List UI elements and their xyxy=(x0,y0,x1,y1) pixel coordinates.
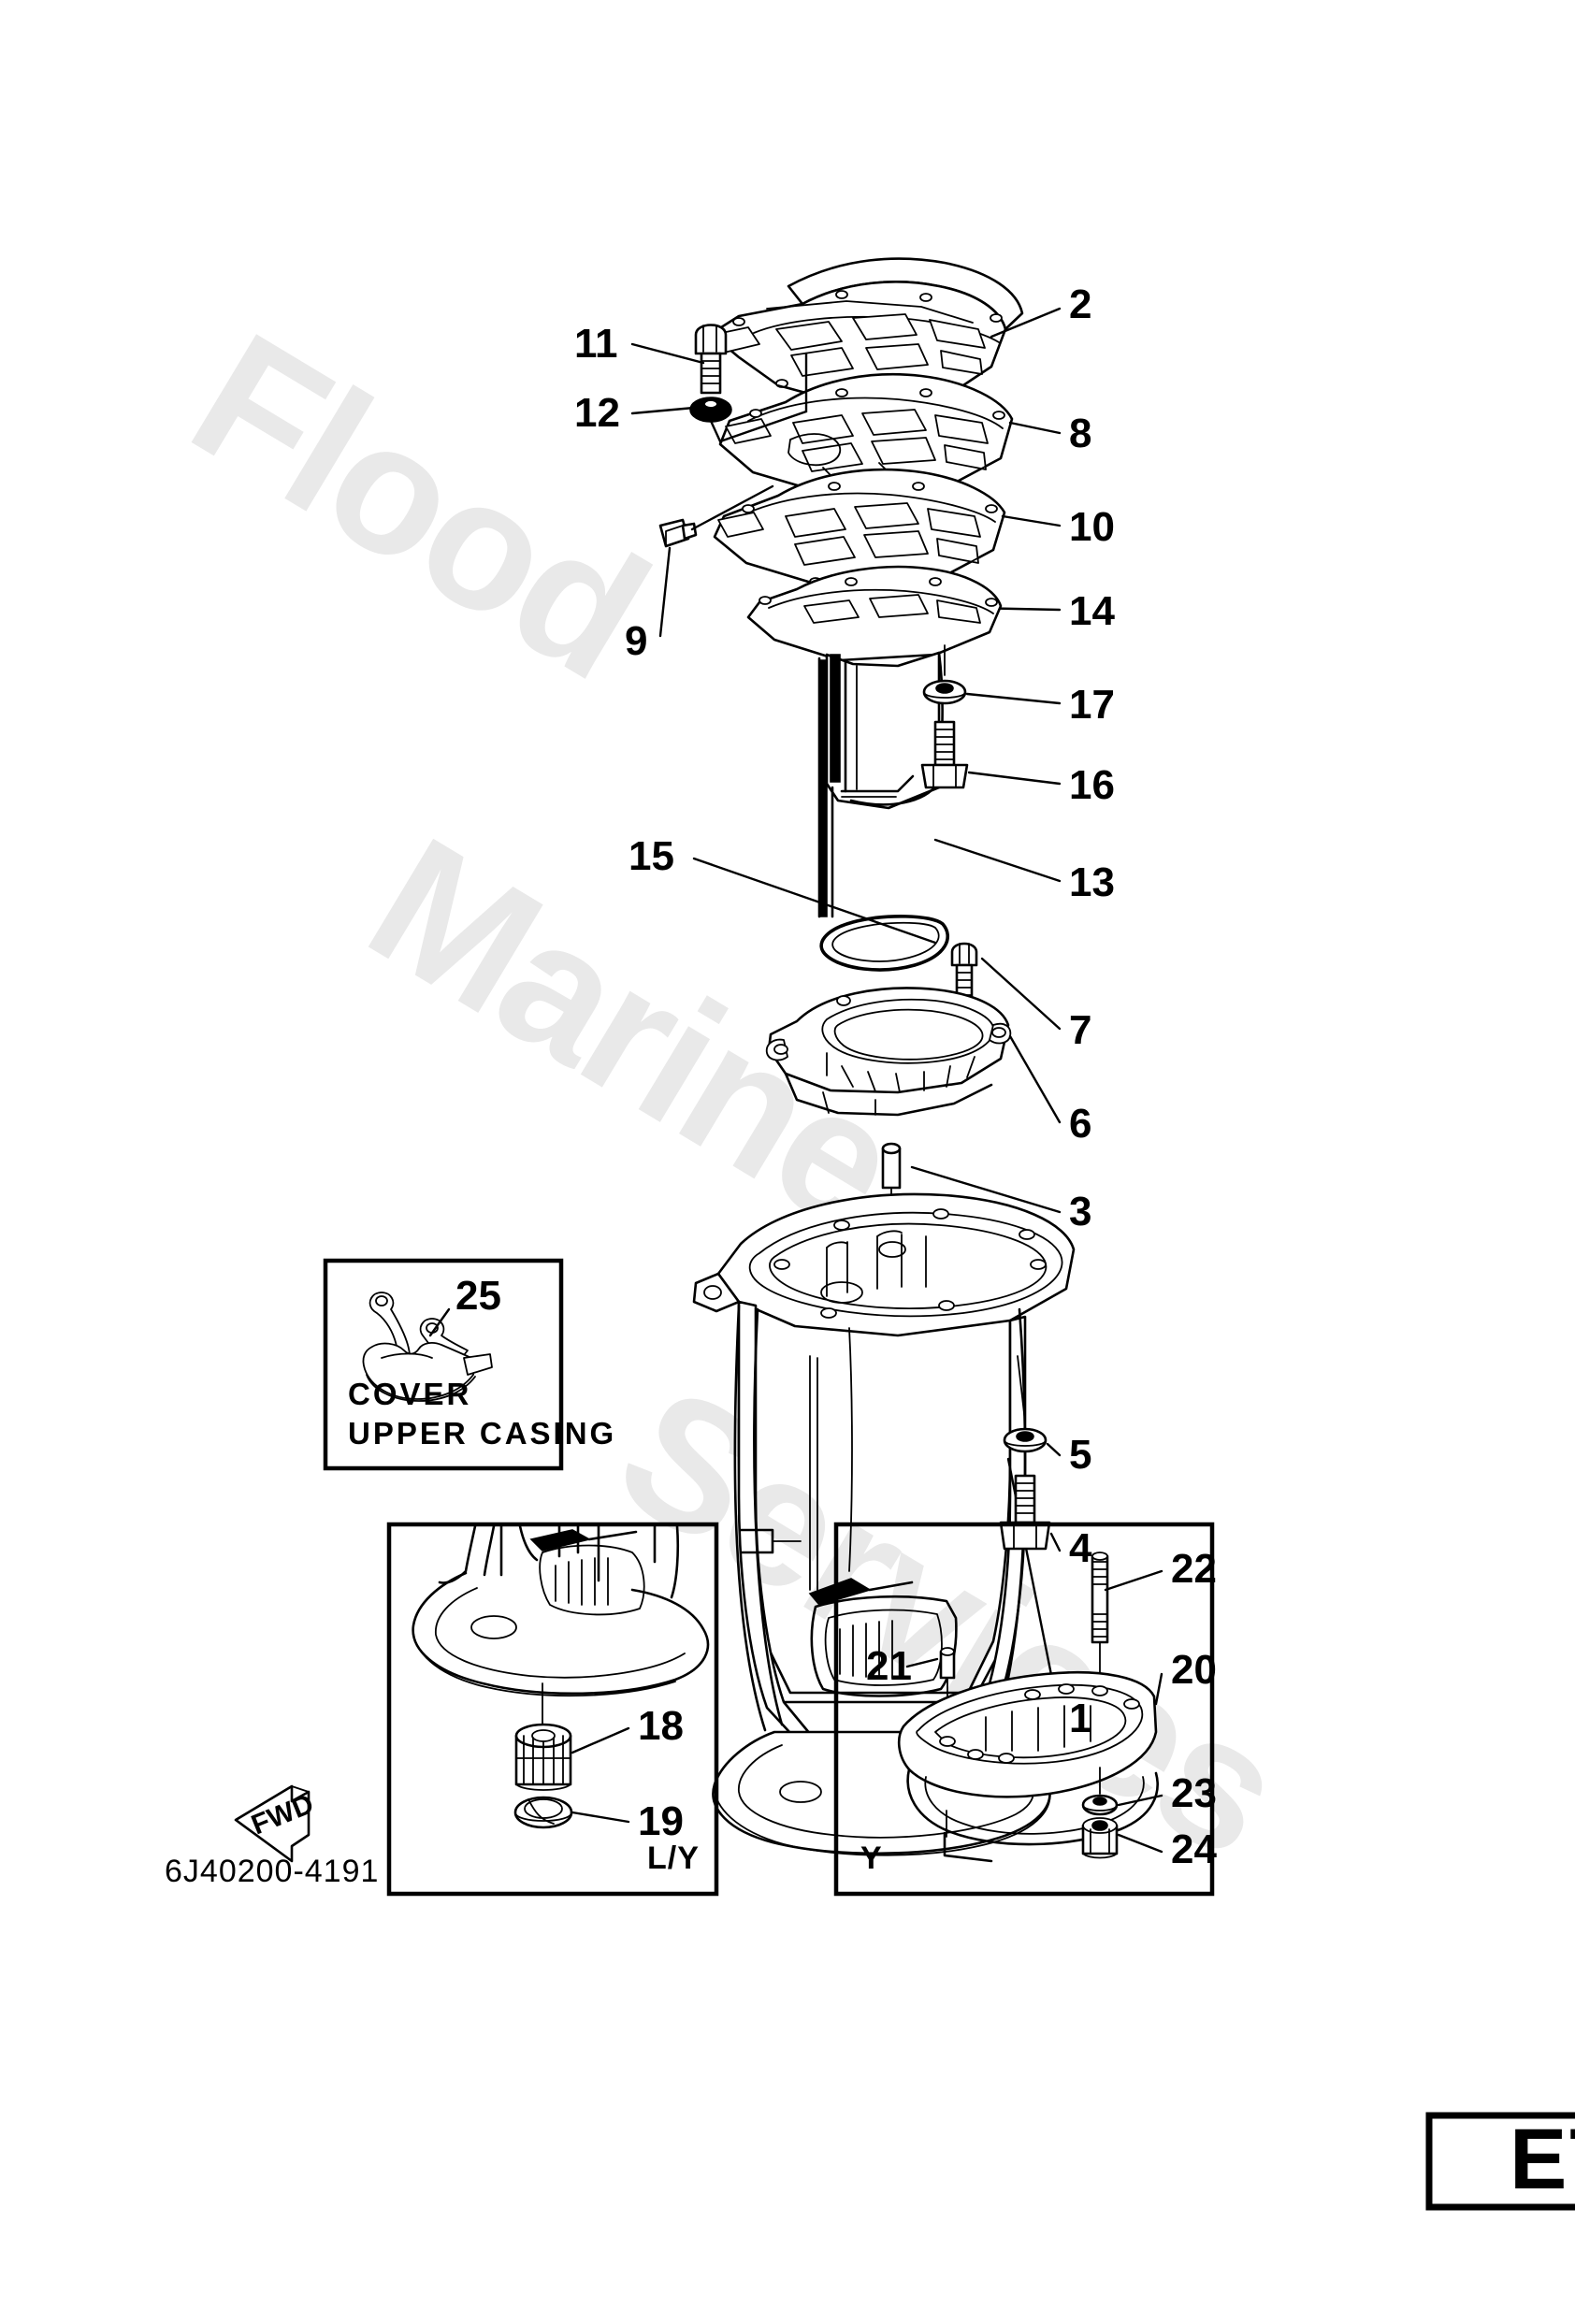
callout-label-21: 21 xyxy=(866,1643,912,1689)
part-13-upper-casing-tube xyxy=(746,565,1003,918)
inset-ly-model-label: L/Y xyxy=(647,1840,700,1876)
callout-label-22: 22 xyxy=(1171,1546,1217,1592)
callout-label-7: 7 xyxy=(1069,1007,1091,1053)
callout-label-4: 4 xyxy=(1069,1525,1092,1571)
callout-label-10: 10 xyxy=(1069,504,1115,550)
callout-label-8: 8 xyxy=(1069,411,1091,456)
part-4-bolt xyxy=(999,1474,1051,1551)
main-callout-labels: 2 8 10 14 17 16 13 7 6 3 5 4 1 11 12 9 1… xyxy=(574,281,1115,1741)
callout-label-16: 16 xyxy=(1069,762,1115,808)
callout-leader-23 xyxy=(1117,1794,1163,1807)
callout-leader-21 xyxy=(905,1657,939,1668)
callout-leader-6 xyxy=(1008,1034,1062,1124)
page-marker-box: E7 xyxy=(1425,2112,1575,2211)
callout-label-6: 6 xyxy=(1069,1101,1091,1147)
part-12-washer xyxy=(689,397,732,423)
part-2-gasket-top xyxy=(709,257,1024,406)
part-20-lower-casing xyxy=(897,1671,1159,1863)
callout-leader-20 xyxy=(1154,1672,1163,1706)
callout-leader-18 xyxy=(571,1726,630,1754)
inset-caption-line2: UPPER CASING xyxy=(348,1416,616,1451)
callout-label-5: 5 xyxy=(1069,1432,1091,1478)
callout-label-24: 24 xyxy=(1171,1826,1217,1872)
callout-leader-11 xyxy=(630,342,705,365)
callout-leader-24 xyxy=(1117,1833,1163,1854)
callout-label-25: 25 xyxy=(455,1273,501,1319)
part-25-cover-drawing xyxy=(362,1292,493,1402)
callout-label-17: 17 xyxy=(1069,682,1115,728)
callout-label-18: 18 xyxy=(638,1703,684,1749)
part-16-bolt xyxy=(920,720,969,789)
part-24-nut xyxy=(1081,1817,1119,1859)
callout-label-3: 3 xyxy=(1069,1189,1091,1234)
callout-label-1: 1 xyxy=(1069,1696,1091,1741)
part-6-exhaust-guide xyxy=(765,987,1012,1117)
callout-label-15: 15 xyxy=(629,833,674,879)
callout-label-19: 19 xyxy=(638,1798,684,1844)
inset-ly: 18 19 L/Y xyxy=(386,1522,719,1897)
callout-leader-12 xyxy=(630,406,696,415)
callout-leader-16 xyxy=(967,771,1062,786)
part-5-washer xyxy=(1003,1355,1048,1453)
callout-leader-15 xyxy=(692,857,937,945)
inset-y: 22 21 xyxy=(833,1522,1217,1897)
callout-label-12: 12 xyxy=(574,390,620,436)
part-23-washer xyxy=(1081,1767,1119,1816)
callout-leader-5 xyxy=(1046,1442,1062,1457)
callout-leader-4 xyxy=(1049,1532,1062,1552)
callout-label-11: 11 xyxy=(574,321,618,367)
callout-leader-25 xyxy=(428,1307,451,1337)
callout-leader-13 xyxy=(933,838,1062,883)
part-17-washer xyxy=(922,644,967,705)
sheet-code: 6J40200-4191 xyxy=(165,1854,379,1889)
part-15-o-ring xyxy=(819,915,949,972)
assembly-pointer-11-12 xyxy=(709,352,808,443)
callout-leader-17 xyxy=(965,692,1062,705)
callout-label-2: 2 xyxy=(1069,281,1091,327)
part-19-clip xyxy=(513,1796,573,1829)
part-18-impeller xyxy=(514,1682,572,1791)
fwd-direction-marker: FWD xyxy=(234,1784,318,1863)
inset-cover-upper-casing: 25 COVER UPPER CASING xyxy=(323,1258,616,1471)
callout-label-9: 9 xyxy=(625,618,647,664)
callout-label-23: 23 xyxy=(1171,1770,1217,1816)
callout-leader-8 xyxy=(1008,421,1062,435)
callout-leader-9 xyxy=(658,484,774,638)
inset-caption-line1: COVER xyxy=(348,1377,471,1411)
callout-leader-22 xyxy=(1104,1569,1163,1592)
part-22-stud xyxy=(1091,1552,1109,1684)
callout-label-13: 13 xyxy=(1069,859,1115,905)
inset-ly-casing-fragment xyxy=(412,1524,710,1697)
callout-leader-3 xyxy=(910,1165,1062,1214)
page-marker-label: E7 xyxy=(1510,2112,1575,2207)
callout-leader-10 xyxy=(1001,514,1062,527)
callout-label-14: 14 xyxy=(1069,588,1115,634)
callout-leader-19 xyxy=(571,1811,630,1824)
part-9-fitting xyxy=(658,518,698,548)
callout-leader-7 xyxy=(980,957,1062,1031)
part-11-bolt xyxy=(694,324,728,395)
part-8-upper-cover xyxy=(718,372,1014,498)
callout-leader-2 xyxy=(990,307,1062,339)
inset-y-model-label: Y xyxy=(860,1840,883,1876)
callout-label-20: 20 xyxy=(1171,1647,1217,1693)
